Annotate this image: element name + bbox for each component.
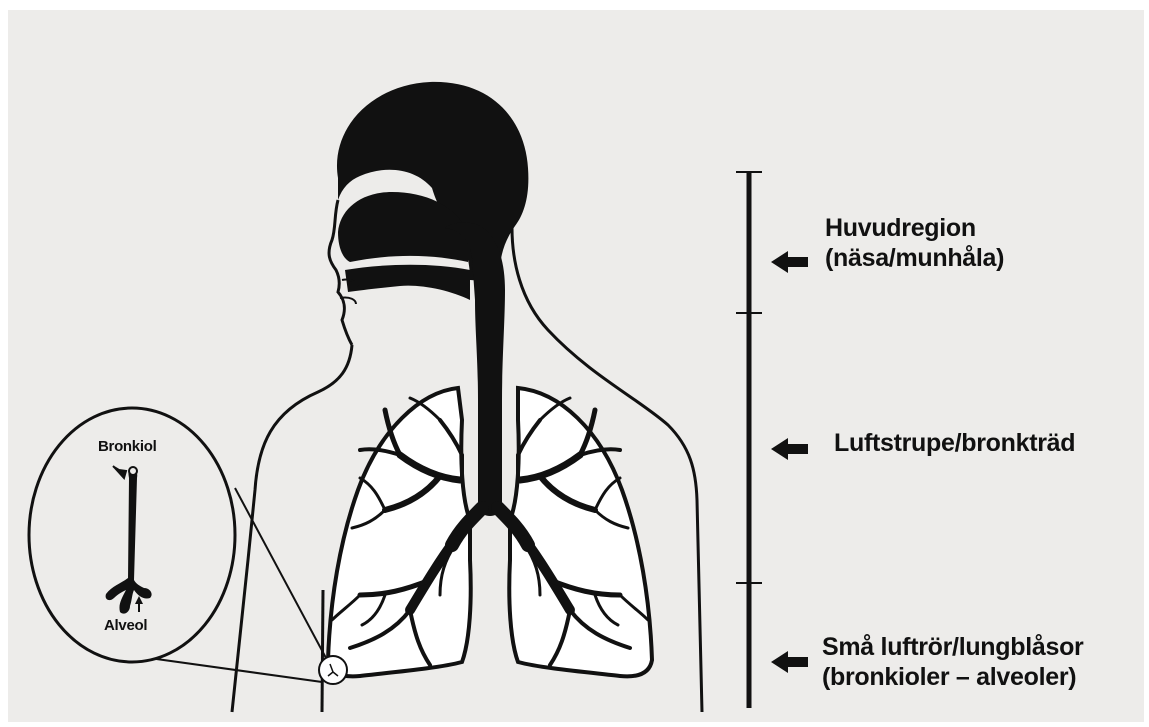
region-small-airways-line1: Små luftrör/lungblåsor — [822, 632, 1083, 662]
region-label-head: Huvudregion (näsa/munhåla) — [825, 213, 1004, 273]
inset-label-bronkiol: Bronkiol — [98, 438, 156, 456]
region-small-airways-line2: (bronkioler – alveoler) — [822, 662, 1083, 692]
region-head-line2: (näsa/munhåla) — [825, 243, 1004, 273]
region-trachea-line1: Luftstrupe/bronkträd — [834, 428, 1075, 458]
region-head-line1: Huvudregion — [825, 213, 1004, 243]
inset-label-alveol: Alveol — [104, 617, 147, 635]
region-label-small-airways: Små luftrör/lungblåsor (bronkioler – alv… — [822, 632, 1083, 692]
alveol-label: Alveol — [104, 617, 147, 635]
bronkiol-label: Bronkiol — [98, 438, 156, 456]
region-label-trachea: Luftstrupe/bronkträd — [834, 428, 1075, 458]
